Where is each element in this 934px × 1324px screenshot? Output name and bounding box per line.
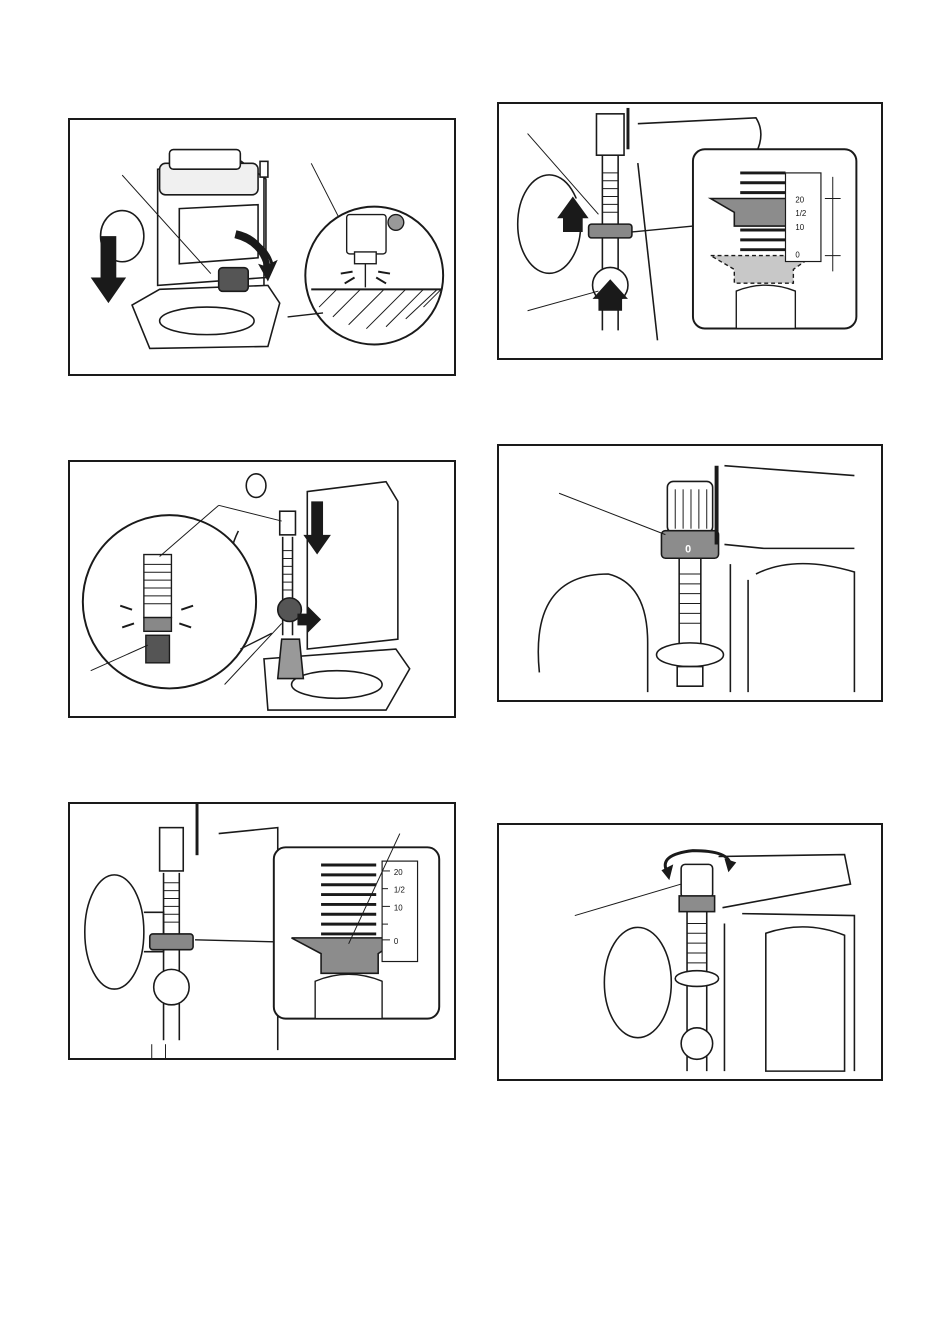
figure-4-depth-setting: 20 1/2 10 0 <box>497 102 883 360</box>
figure-4-illustration: 20 1/2 10 0 <box>499 104 881 358</box>
figure-2-stopper-rod-down <box>68 460 456 718</box>
scale-label: 10 <box>795 223 804 232</box>
scale-label: 10 <box>394 903 403 912</box>
figure-1-plunge-router <box>68 118 456 376</box>
figure-1-illustration <box>70 120 454 374</box>
scale-label: 20 <box>795 195 804 204</box>
figure-5-illustration: 0 <box>499 446 881 700</box>
figure-6-lock-nut <box>497 823 883 1081</box>
figure-3-pointer-zero: 20 1/2 10 0 <box>68 802 456 1060</box>
figure-3-illustration: 20 1/2 10 0 <box>70 804 454 1058</box>
scale-label: 0 <box>394 937 399 946</box>
scale-label: 0 <box>795 251 800 260</box>
scale-label: 20 <box>394 868 403 877</box>
figure-6-illustration <box>499 825 881 1079</box>
figure-5-adjusting-dial: 0 <box>497 444 883 702</box>
scale-label: 1/2 <box>795 209 806 218</box>
figure-2-illustration <box>70 462 454 716</box>
scale-label: 1/2 <box>394 886 405 895</box>
dial-zero-label: 0 <box>685 543 691 555</box>
